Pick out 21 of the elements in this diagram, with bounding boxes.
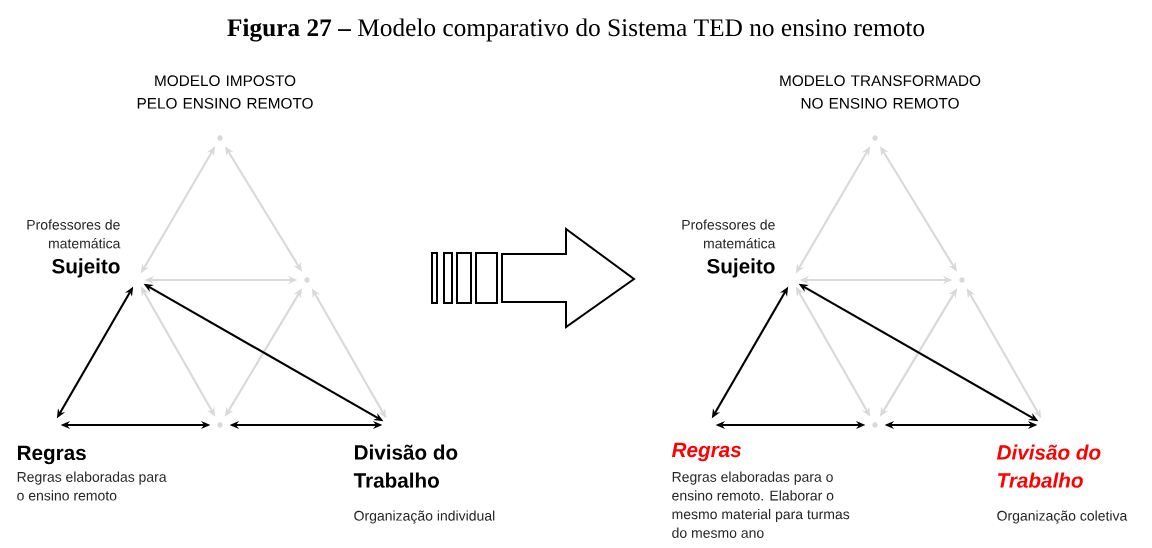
vertex-point — [872, 422, 878, 428]
vertex-description: Regras elaboradas para o ensino remoto. Elaborar o mesmo material para turmas do mesmo ano — [672, 471, 850, 538]
vertex-heading: Sujeito — [52, 258, 120, 278]
vertex-heading: Divisão do Trabalho — [353, 444, 458, 488]
vertex-description: Organização individual — [354, 510, 495, 524]
vertex-description: Regras elaboradas para o ensino remoto — [17, 471, 167, 501]
vertex-description: Professores de matemática — [682, 219, 776, 249]
vertex-heading: Regras — [18, 445, 86, 465]
vertex-heading: Divisão do Trabalho — [996, 444, 1101, 488]
figure-title: Figura 27 – Modelo comparativo do Sistema TED no ensino remoto — [227, 18, 925, 42]
model-heading: MODELO IMPOSTO PELO ENSINO REMOTO — [137, 75, 313, 109]
vertex-description: Professores de matemática — [27, 219, 121, 249]
vertex-heading: Sujeito — [707, 258, 775, 278]
vertex-point — [872, 135, 878, 141]
vertex-point — [959, 277, 965, 283]
vertex-point — [217, 422, 223, 428]
vertex-point — [304, 277, 310, 283]
vertex-point — [217, 135, 223, 141]
model-heading: MODELO TRANSFORMADO NO ENSINO REMOTO — [780, 75, 981, 109]
vertex-description: Organização coletiva — [997, 510, 1128, 524]
vertex-heading: Regras — [671, 442, 741, 462]
